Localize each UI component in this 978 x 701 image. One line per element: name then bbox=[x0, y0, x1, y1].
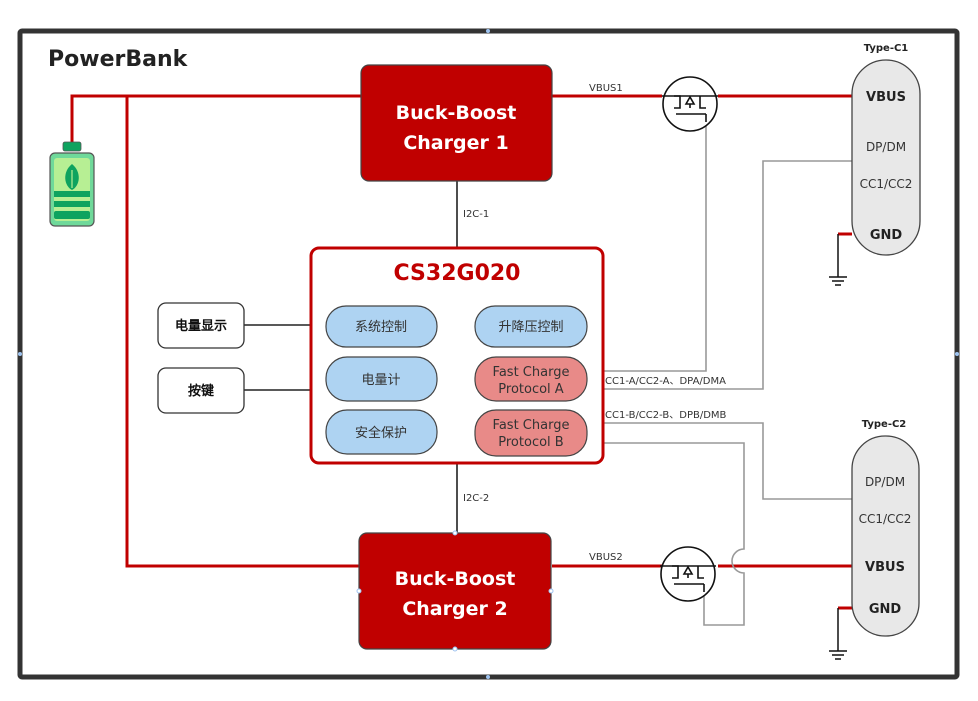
port2-pin-vbus: VBUS bbox=[865, 560, 905, 575]
key-block[interactable]: 按键 bbox=[157, 367, 245, 414]
charger-2-line1: Buck-Boost bbox=[395, 568, 516, 590]
battery-display-label: 电量显示 bbox=[175, 318, 227, 334]
mcu-title: CS32G020 bbox=[394, 261, 521, 286]
port1-pin-vbus: VBUS bbox=[866, 90, 906, 105]
battery-to-charger2-line bbox=[125, 96, 362, 568]
mcu-block[interactable]: CS32G020 bbox=[309, 246, 605, 465]
port2-pin-cc: CC1/CC2 bbox=[859, 512, 912, 526]
port2-title: Type-C2 bbox=[862, 419, 907, 430]
proto-a-port1-line bbox=[603, 160, 852, 390]
port2-pin-dpdm: DP/DM bbox=[865, 475, 905, 489]
port1-pin-gnd: GND bbox=[870, 228, 903, 243]
charger-1-block[interactable]: Buck-Boost Charger 1 bbox=[360, 64, 553, 182]
proto-b-mosfet2-line bbox=[603, 442, 745, 626]
frame-handle-left[interactable] bbox=[18, 352, 22, 356]
pill-label: 系统控制 bbox=[355, 320, 407, 335]
pill-safety-protection[interactable]: 安全保护 bbox=[325, 409, 438, 455]
power-bus bbox=[70, 94, 852, 610]
port1-pin-dpdm: DP/DM bbox=[866, 140, 906, 154]
pill-label: 安全保护 bbox=[355, 425, 407, 441]
i2c1-label: I2C-1 bbox=[463, 209, 489, 220]
signal-lines bbox=[603, 117, 852, 626]
pill-buck-boost-control[interactable]: 升降压控制 bbox=[474, 305, 588, 348]
battery-to-charger1-line bbox=[70, 94, 362, 145]
vbus2-label: VBUS2 bbox=[589, 552, 623, 563]
pill-label: 升降压控制 bbox=[498, 320, 563, 335]
pill-label-line2: Protocol B bbox=[498, 435, 563, 450]
port1-title: Type-C1 bbox=[864, 43, 909, 54]
mosfet-icon bbox=[662, 76, 718, 132]
diagram-title: PowerBank bbox=[48, 47, 189, 72]
handle[interactable] bbox=[356, 588, 362, 594]
frame-handle-top[interactable] bbox=[486, 29, 490, 33]
handle[interactable] bbox=[548, 588, 554, 594]
pill-label-line1: Fast Charge bbox=[493, 365, 570, 380]
vbus1-label: VBUS1 bbox=[589, 83, 623, 94]
type-c1-connector[interactable]: VBUS DP/DM CC1/CC2 GND bbox=[851, 59, 921, 256]
proto-a-mosfet1-line bbox=[603, 117, 707, 372]
charger-2-line2: Charger 2 bbox=[402, 598, 507, 620]
port1-pin-cc: CC1/CC2 bbox=[860, 177, 913, 191]
ground-icon bbox=[829, 608, 847, 660]
mosfet-icon bbox=[660, 546, 716, 602]
battery-leaf-icon bbox=[49, 141, 95, 227]
charger-1-line2: Charger 1 bbox=[403, 132, 508, 154]
pill-label-line2: Protocol A bbox=[498, 382, 564, 397]
type-c2-connector[interactable]: DP/DM CC1/CC2 VBUS GND bbox=[851, 435, 920, 637]
key-label: 按键 bbox=[188, 383, 214, 399]
proto-b-signal-label: CC1-B/CC2-B、DPB/DMB bbox=[605, 410, 727, 421]
frame-handle-right[interactable] bbox=[955, 352, 959, 356]
battery-display-block[interactable]: 电量显示 bbox=[157, 302, 245, 349]
proto-b-port2-line bbox=[603, 422, 852, 500]
handle[interactable] bbox=[452, 646, 458, 652]
proto-a-signal-label: CC1-A/CC2-A、DPA/DMA bbox=[605, 376, 726, 387]
pill-system-control[interactable]: 系统控制 bbox=[325, 305, 438, 348]
pill-label-line1: Fast Charge bbox=[493, 418, 570, 433]
ground-icon bbox=[829, 234, 847, 286]
pill-fast-charge-a[interactable]: Fast Charge Protocol A bbox=[474, 356, 588, 402]
charger-2-block[interactable]: Buck-Boost Charger 2 bbox=[356, 530, 554, 652]
mcu-left-blocks: 系统控制 电量计 安全保护 bbox=[325, 305, 438, 455]
pill-fuel-gauge[interactable]: 电量计 bbox=[325, 356, 438, 402]
handle[interactable] bbox=[452, 530, 458, 536]
pill-fast-charge-b[interactable]: Fast Charge Protocol B bbox=[474, 409, 588, 457]
pill-label: 电量计 bbox=[361, 373, 400, 388]
port2-pin-gnd: GND bbox=[869, 602, 902, 617]
i2c-lines bbox=[244, 180, 458, 533]
mcu-right-blocks: 升降压控制 Fast Charge Protocol A Fast Charge… bbox=[474, 305, 588, 457]
frame-handle-bottom[interactable] bbox=[486, 675, 490, 679]
charger-1-line1: Buck-Boost bbox=[396, 102, 517, 124]
i2c2-label: I2C-2 bbox=[463, 493, 489, 504]
